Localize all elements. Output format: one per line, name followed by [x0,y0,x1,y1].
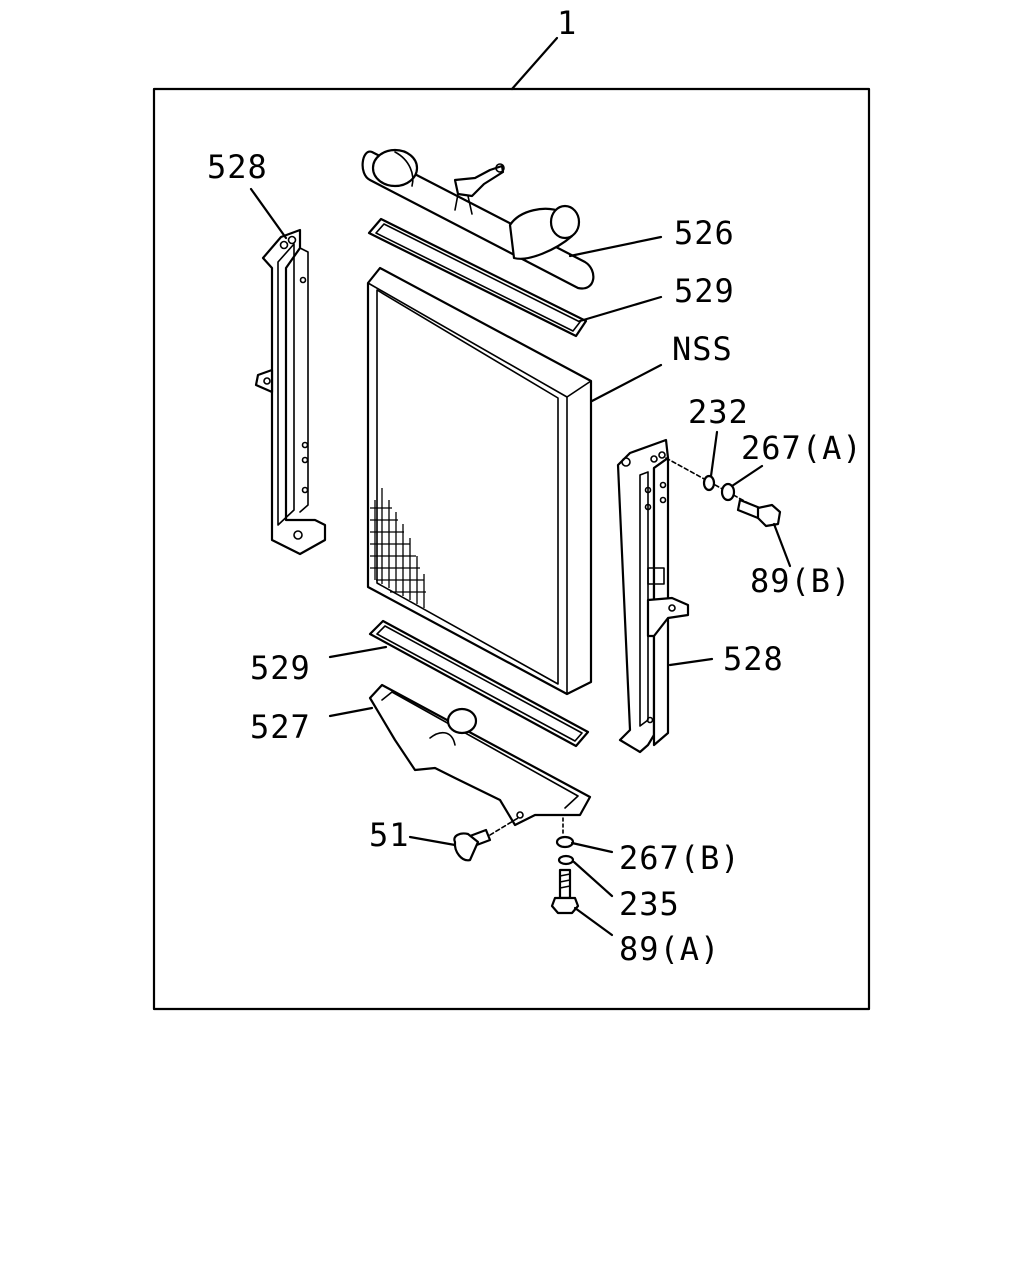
bottom-gasket [368,619,590,748]
bolt-a-callout: 89(A) [619,930,720,968]
top-gasket-leader-line [578,295,663,323]
left-bracket-leader-line [249,187,288,240]
right-bracket-callout: 528 [723,640,784,678]
right-bracket [616,438,690,754]
cap-callout: 232 [688,393,749,431]
washer-b-leader-line [570,841,614,854]
top-tank-callout: 526 [674,214,735,252]
cap-leader-line [709,430,719,478]
radiator-core [366,266,593,696]
drain-plug-leader-line [408,835,457,847]
core-leader-line [590,363,663,403]
washer-a-leader-line [730,464,764,488]
left-bracket-callout: 528 [207,148,268,186]
left-bracket [254,228,327,556]
cap-part [702,474,716,492]
top-gasket [367,217,588,338]
washer-b-part [555,835,575,849]
drain-plug-callout: 51 [369,816,410,854]
bolt-a-part [550,868,580,915]
bottom-tank [368,683,592,827]
bolt-b-callout: 89(B) [750,562,851,600]
core-mesh-pattern [370,488,426,608]
assembly-leader-line [510,36,559,91]
right-bracket-leader-line [668,657,714,667]
ring-part [557,854,575,866]
bottom-tank-leader-line [328,706,374,718]
top-tank [361,148,595,290]
bolt-b-part [736,498,782,528]
assembly-label: 1 [557,4,577,42]
top-tank-leader-line [568,235,663,258]
bottom-gasket-callout: 529 [250,649,311,687]
bottom-tank-callout: 527 [250,708,311,746]
washer-a-callout: 267(A) [741,429,863,467]
fastener-axis-line [665,457,769,515]
core-callout: NSS [672,330,733,368]
bolt-a-leader-line [573,906,614,937]
washer-a-part [720,482,736,502]
bottom-gasket-leader-line [328,645,388,659]
bolt-b-leader-line [772,522,792,568]
washer-b-callout: 267(B) [619,839,741,877]
ring-leader-line [572,860,614,898]
drain-plug-part [453,817,519,862]
ring-callout: 235 [619,885,680,923]
top-gasket-callout: 529 [674,272,735,310]
assembly-frame [152,87,871,1011]
